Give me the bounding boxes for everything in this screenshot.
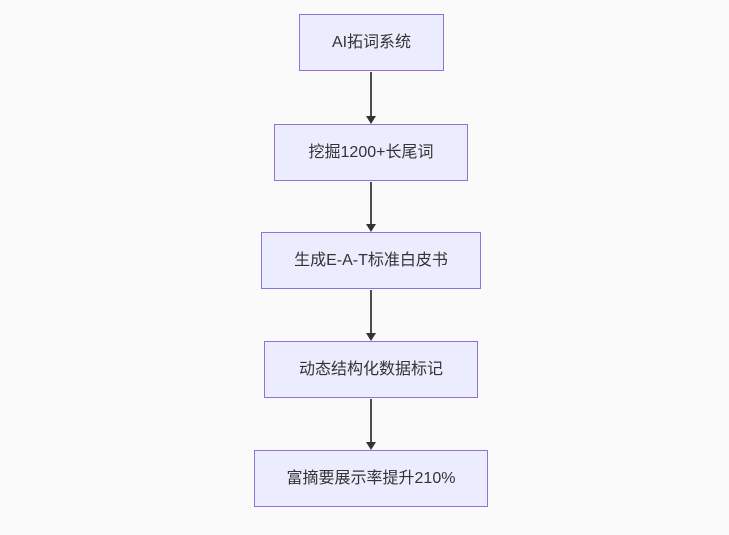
arrow-down-icon (370, 182, 372, 224)
node-label: 动态结构化数据标记 (298, 360, 443, 378)
arrow-down-icon (370, 290, 372, 333)
flowchart-node-structured-data: 动态结构化数据标记 (264, 341, 478, 398)
node-label: AI拓词系统 (331, 33, 412, 51)
arrow-down-icon (370, 399, 372, 442)
flowchart-node-ai-word-expansion: AI拓词系统 (299, 14, 444, 71)
flowchart-node-longtail-mining: 挖掘1200+长尾词 (274, 124, 468, 181)
arrow-down-icon (370, 72, 372, 116)
node-label: 挖掘1200+长尾词 (308, 143, 434, 161)
node-label: 生成E-A-T标准白皮书 (294, 251, 448, 269)
flowchart-node-rich-snippet-result: 富摘要展示率提升210% (254, 450, 488, 507)
flowchart-node-eat-whitepaper: 生成E-A-T标准白皮书 (261, 232, 481, 289)
node-label: 富摘要展示率提升210% (286, 469, 456, 487)
